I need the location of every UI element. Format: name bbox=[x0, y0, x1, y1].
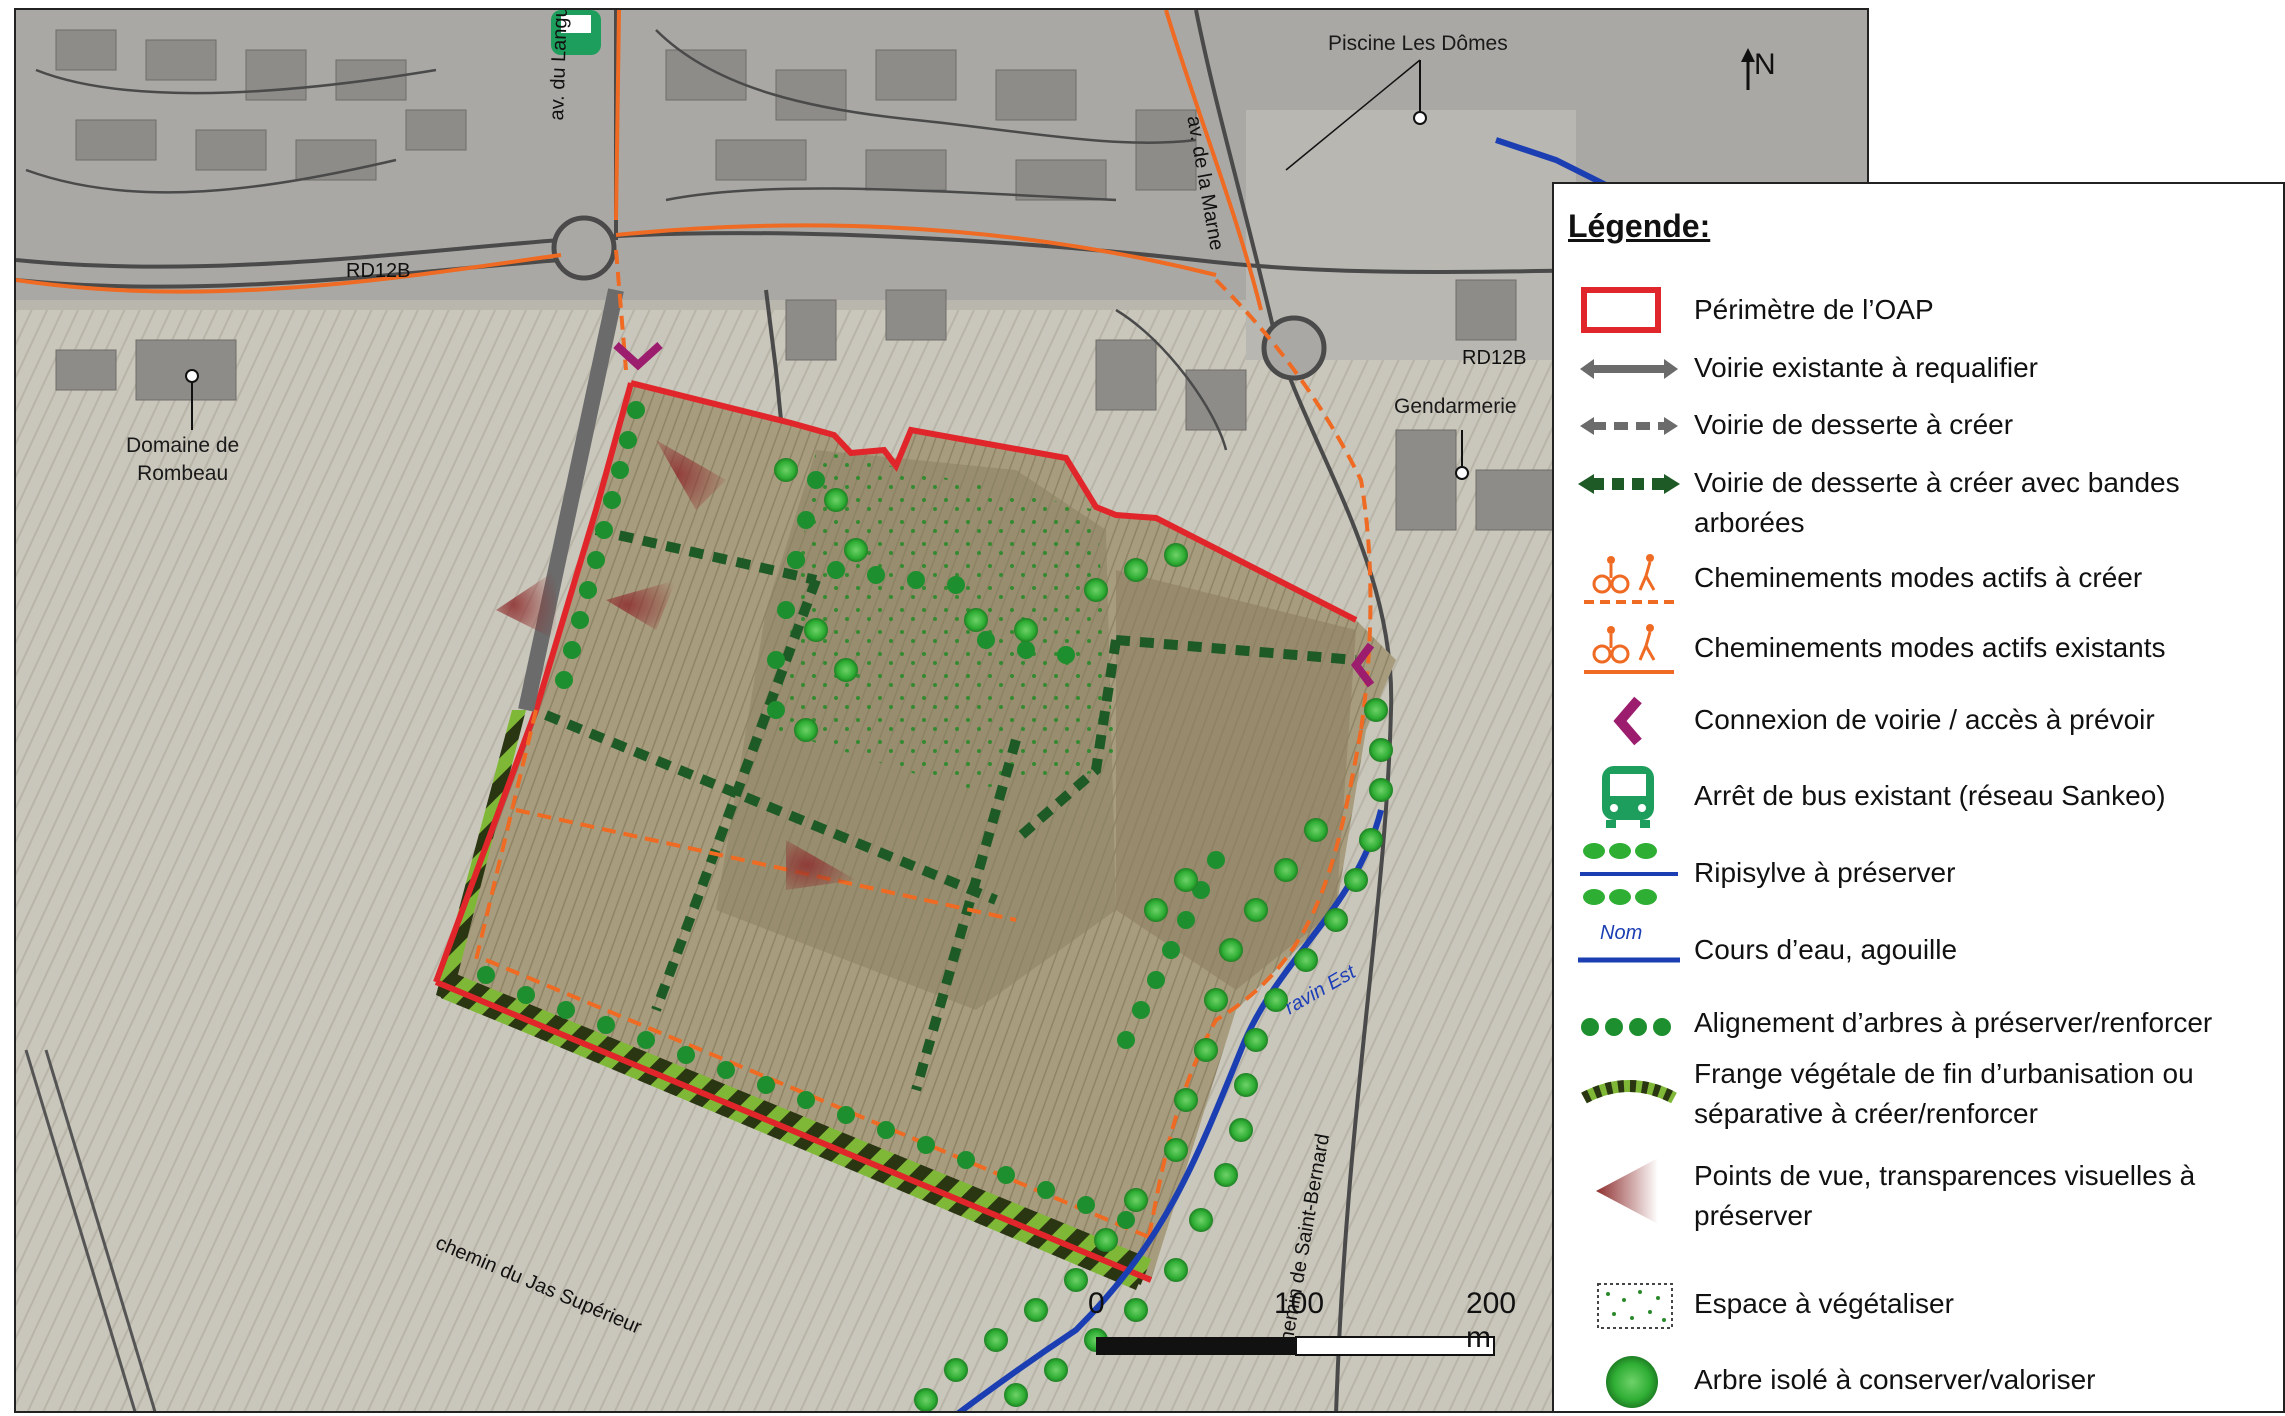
legend-panel: Légende: Périmètre de l’OAP Voirie exist… bbox=[1552, 182, 2285, 1413]
road-existing-symbol bbox=[1580, 359, 1678, 379]
rd12b-west-label: RD12B bbox=[346, 260, 411, 282]
road-new-trees-symbol bbox=[1578, 474, 1680, 494]
green-space-symbol bbox=[1597, 1283, 1673, 1329]
legend-label: Points de vue, transparences visuelles à… bbox=[1694, 1160, 2196, 1231]
legend-label: Espace à végétaliser bbox=[1694, 1288, 1954, 1319]
rd12b-east-label: RD12B bbox=[1462, 347, 1527, 369]
active-new-symbol bbox=[1584, 554, 1674, 604]
north-arrow-label: N bbox=[1754, 48, 1776, 81]
legend-label: Ripisylve à préserver bbox=[1694, 857, 1956, 888]
isolated-tree-icon bbox=[1606, 1356, 1658, 1408]
legend-label: Voirie existante à requalifier bbox=[1694, 352, 2038, 383]
domaine-label: Domaine de Rombeau bbox=[126, 434, 240, 485]
watercourse-sample-label: Nom bbox=[1600, 922, 1643, 944]
legend-label: Arrêt de bus existant (réseau Sankeo) bbox=[1694, 780, 2166, 811]
legend-label: Cheminements modes actifs existants bbox=[1694, 632, 2166, 663]
legend-label: Voirie de desserte à créer avec bandes a… bbox=[1694, 467, 2180, 538]
scale-end: 200 m bbox=[1466, 1287, 1517, 1354]
legend-label: Alignement d’arbres à préserver/renforce… bbox=[1694, 1007, 2213, 1038]
road-new-symbol bbox=[1580, 417, 1678, 435]
watercourse-symbol bbox=[1578, 957, 1680, 963]
access-symbol bbox=[1613, 696, 1642, 746]
perimeter-symbol bbox=[1581, 287, 1661, 333]
scale-bar-graphic bbox=[1096, 1336, 1495, 1356]
gendarmerie-label: Gendarmerie bbox=[1394, 395, 1517, 418]
frange-symbol bbox=[1581, 1080, 1677, 1104]
legend-label: Arbre isolé à conserver/valoriser bbox=[1694, 1364, 2096, 1395]
scale-mid: 100 bbox=[1274, 1287, 1325, 1320]
scale-bar: 0 100 200 m bbox=[1088, 1287, 1516, 1362]
tree-alignment-symbol bbox=[1581, 1018, 1671, 1036]
legend-label: Frange végétale de fin d’urbanisation ou… bbox=[1694, 1058, 2194, 1129]
viewpoint-symbol bbox=[1596, 1158, 1658, 1224]
legend-label: Connexion de voirie / accès à prévoir bbox=[1694, 704, 2155, 735]
scale-zero: 0 bbox=[1088, 1287, 1105, 1320]
legend-label: Cheminements modes actifs à créer bbox=[1694, 562, 2143, 593]
legend-title: Légende: bbox=[1568, 208, 1711, 244]
active-existing-symbol bbox=[1584, 624, 1674, 674]
bus-stop-icon bbox=[1602, 766, 1654, 828]
legend-label: Voirie de desserte à créer bbox=[1694, 409, 2014, 440]
piscine-label: Piscine Les Dômes bbox=[1328, 32, 1508, 55]
ripisylve-symbol bbox=[1580, 843, 1678, 905]
legend-label: Périmètre de l’OAP bbox=[1694, 294, 1934, 325]
legend-label: Cours d’eau, agouille bbox=[1694, 934, 1958, 965]
